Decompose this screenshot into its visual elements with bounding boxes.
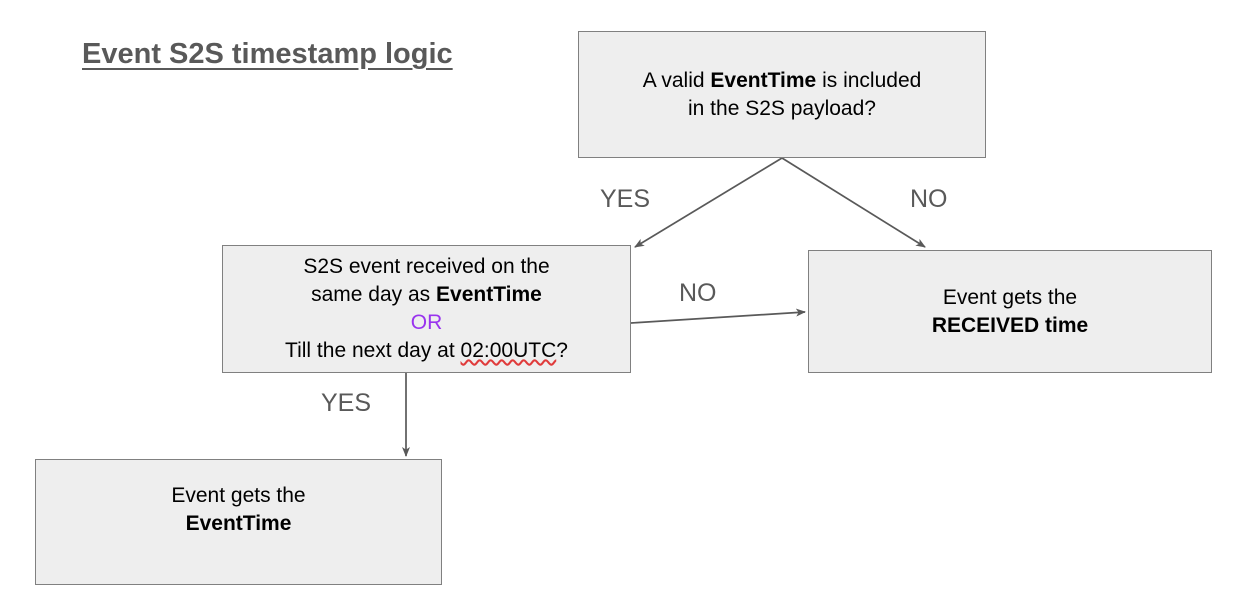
node-sameday-line-4: Till the next day at 02:00UTC? — [285, 339, 568, 362]
node-received-line-1: Event gets the — [942, 285, 1078, 309]
node-eventtime-line-2: EventTime — [46, 510, 431, 538]
page-title: Event S2S timestamp logic — [82, 38, 453, 70]
edge-label-sameday-yes: YES — [321, 389, 372, 417]
edge-label-question-no: NO — [910, 185, 948, 213]
eventtime-emphasis: EventTime — [436, 283, 542, 306]
node-valid-eventtime-question[interactable]: A valid EventTime is included in the S2S… — [578, 31, 986, 158]
node-received-time-outcome[interactable]: Event gets the RECEIVED time — [808, 250, 1212, 373]
node-sameday-line-2: same day as EventTime — [311, 283, 542, 306]
eventtime-emphasis: EventTime — [710, 68, 817, 92]
node-sameday-line-1: S2S event received on the — [303, 255, 550, 278]
edge-sameday-no — [630, 308, 806, 324]
node-sameday-or-separator: OR — [410, 311, 443, 334]
spellcheck-flagged-text: 02:00UTC — [460, 339, 557, 362]
edge-label-question-yes: YES — [600, 185, 651, 213]
edge-label-sameday-no: NO — [679, 279, 717, 307]
node-same-day-question[interactable]: S2S event received on the same day as Ev… — [222, 245, 631, 373]
node-question-line-2: in the S2S payload? — [688, 96, 876, 120]
node-eventtime-line-1: Event gets the — [171, 484, 306, 507]
edge-question-yes — [634, 157, 783, 248]
node-event-time-outcome[interactable]: Event gets the EventTime — [35, 459, 442, 585]
node-question-line-1: A valid EventTime is included — [642, 68, 922, 92]
edge-question-no — [781, 157, 926, 248]
eventtime-emphasis: EventTime — [185, 512, 292, 535]
received-time-emphasis: RECEIVED time — [931, 313, 1089, 337]
node-received-line-2: RECEIVED time — [819, 312, 1201, 340]
